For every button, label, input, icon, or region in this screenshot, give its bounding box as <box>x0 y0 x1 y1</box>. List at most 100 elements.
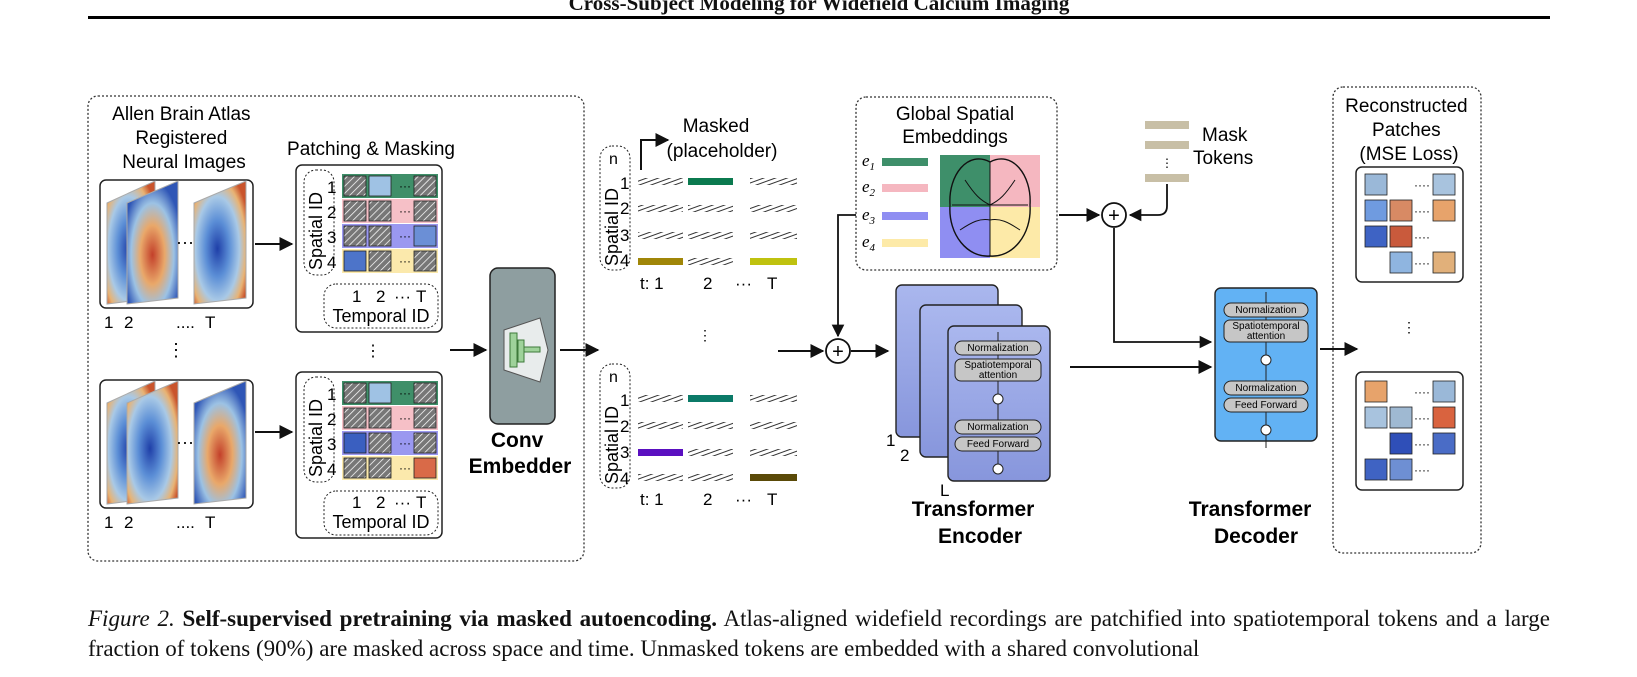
svg-text:e4: e4 <box>862 232 876 254</box>
svg-text:···: ··· <box>394 287 411 306</box>
conv-embedder <box>489 267 556 425</box>
brain-image-stack-bottom: ··· <box>99 379 254 509</box>
svg-text:Normalization: Normalization <box>967 343 1028 354</box>
svg-text:2: 2 <box>703 490 712 509</box>
atlas-title: Allen Brain Atlas Registered Neural Imag… <box>112 104 256 173</box>
input-panel <box>87 95 585 562</box>
svg-text:e1: e1 <box>862 151 875 173</box>
page-header: Cross-Subject Modeling for Widefield Cal… <box>88 0 1550 19</box>
svg-text:attention: attention <box>979 370 1017 381</box>
svg-text:T: T <box>416 493 426 512</box>
pretraining-figure: Allen Brain Atlas Registered Neural Imag… <box>87 86 1482 562</box>
svg-text:Temporal ID: Temporal ID <box>332 512 429 532</box>
svg-text:⋮: ⋮ <box>1402 319 1416 335</box>
svg-text:n: n <box>609 369 618 386</box>
svg-text:4: 4 <box>620 251 629 270</box>
svg-text:1: 1 <box>352 287 361 306</box>
svg-text:···: ··· <box>399 229 411 243</box>
conv-embedder-label: Conv Embedder <box>469 429 572 478</box>
svg-text:3: 3 <box>327 435 336 454</box>
svg-text:3: 3 <box>620 226 629 245</box>
svg-text:···: ··· <box>735 274 752 293</box>
svg-text:e3: e3 <box>862 205 876 227</box>
svg-text:⋮: ⋮ <box>1161 156 1173 170</box>
svg-text:Normalization: Normalization <box>967 422 1028 433</box>
svg-text:····: ···· <box>1414 204 1430 218</box>
svg-text:···: ··· <box>735 490 752 509</box>
svg-text:4: 4 <box>620 469 629 488</box>
svg-text:Temporal ID: Temporal ID <box>332 306 429 326</box>
svg-text:4: 4 <box>327 253 336 272</box>
svg-text:Spatiotemporal: Spatiotemporal <box>1232 321 1299 332</box>
svg-text:2: 2 <box>900 446 909 465</box>
svg-text:attention: attention <box>1247 331 1285 342</box>
svg-text:2: 2 <box>376 493 385 512</box>
svg-text:+: + <box>832 341 844 363</box>
svg-text:t: 1: t: 1 <box>640 490 664 509</box>
svg-text:2: 2 <box>620 199 629 218</box>
svg-text:····: ···· <box>1414 463 1430 477</box>
paper-title: Cross-Subject Modeling for Widefield Cal… <box>568 0 1070 15</box>
svg-text:1: 1 <box>620 174 629 193</box>
svg-text:e2: e2 <box>862 177 876 199</box>
svg-text:···: ··· <box>399 386 411 400</box>
svg-text:n: n <box>609 151 618 168</box>
svg-text:····: ···· <box>1414 256 1430 270</box>
transformer-decoder: Normalization Spatiotemporal attention N… <box>1214 287 1318 448</box>
svg-text:4: 4 <box>327 460 336 479</box>
svg-text:2: 2 <box>327 410 336 429</box>
caption-text: Atlas-aligned widefield recordings are p… <box>88 606 1551 661</box>
svg-text:Feed Forward: Feed Forward <box>967 439 1029 450</box>
svg-text:Spatial ID: Spatial ID <box>602 406 622 484</box>
svg-text:1: 1 <box>327 385 336 404</box>
svg-text:1: 1 <box>620 391 629 410</box>
vdots-left: ⋮ <box>167 340 185 360</box>
svg-text:T: T <box>416 287 426 306</box>
caption-label: Figure 2. <box>88 606 175 631</box>
svg-text:···: ··· <box>394 493 411 512</box>
svg-text:Feed Forward: Feed Forward <box>1235 400 1297 411</box>
svg-text:t: 1: t: 1 <box>640 274 664 293</box>
token-grid-top: Masked(placeholder) n Spatial ID 1 2 3 4… <box>599 116 797 293</box>
svg-text:+: + <box>1108 205 1120 227</box>
svg-text:1: 1 <box>327 178 336 197</box>
figure-caption: Figure 2. Self-supervised pretraining vi… <box>88 604 1550 664</box>
svg-text:3: 3 <box>620 443 629 462</box>
patching-title: Patching & Masking <box>287 139 455 160</box>
svg-text:1: 1 <box>352 493 361 512</box>
vdots-patch: ⋮ <box>365 343 381 360</box>
svg-text:2: 2 <box>327 203 336 222</box>
caption-title: Self-supervised pretraining via masked a… <box>182 606 718 631</box>
svg-text:···: ··· <box>176 432 194 452</box>
svg-text:····: ···· <box>1414 230 1430 244</box>
patch-grid-bottom: Spatial ID 1 2 3 4 ··· ··· ··· ··· 1 2 <box>295 371 443 539</box>
frame-indices-top: 1 2 .... T <box>104 313 215 332</box>
svg-text:2: 2 <box>376 287 385 306</box>
svg-text:····: ···· <box>1414 411 1430 425</box>
stack-ellipsis: ··· <box>176 232 194 252</box>
svg-text:···: ··· <box>399 411 411 425</box>
vdots-tokens: ⋮ <box>698 327 712 343</box>
decoder-label: Transformer Decoder <box>1189 498 1317 548</box>
transformer-encoder: Normalization Spatiotemporal attention N… <box>886 284 1051 500</box>
svg-text:3: 3 <box>327 228 336 247</box>
svg-text:Normalization: Normalization <box>1235 383 1296 394</box>
plus-node-mask: + <box>1101 202 1127 228</box>
svg-text:L: L <box>940 481 949 500</box>
encoder-label: Transformer Encoder <box>912 498 1040 548</box>
reconstructed-patches: Reconstructed Patches (MSE Loss) ···· ···… <box>1332 86 1482 554</box>
patch-grid-top: Spatial ID 1 2 3 4 ··· ··· ··· ··· 1 2 <box>295 164 443 333</box>
svg-text:Spatial ID: Spatial ID <box>306 192 326 270</box>
plus-node-embed: + <box>825 338 851 364</box>
svg-text:···: ··· <box>399 461 411 475</box>
svg-text:····: ···· <box>1414 437 1430 451</box>
svg-text:Reconstructed Patches: Reconstructed Patches (MSE Loss) <box>1345 96 1473 165</box>
svg-text:T: T <box>767 274 777 293</box>
frame-indices-bottom: 1 2 .... T <box>104 513 215 532</box>
svg-text:Spatiotemporal: Spatiotemporal <box>964 360 1031 371</box>
svg-text:T: T <box>767 490 777 509</box>
brain-image-stack-top: ··· <box>99 179 254 309</box>
